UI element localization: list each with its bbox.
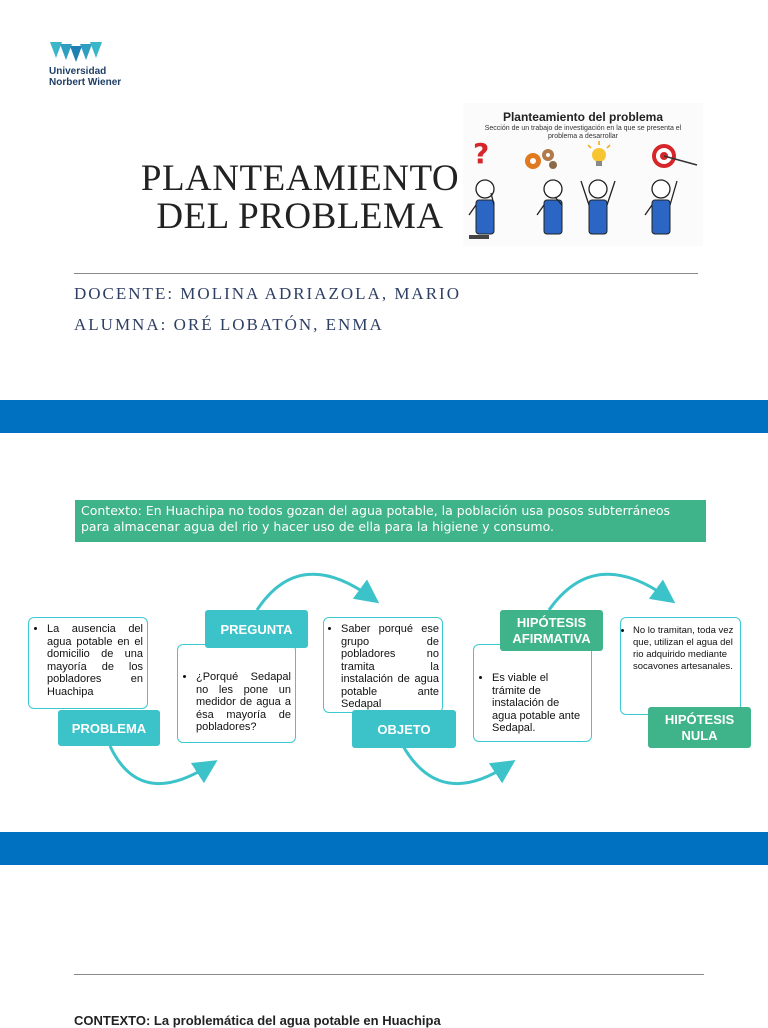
infographic-subtitle-1: Sección de un trabajo de investigación e… [484, 125, 682, 132]
divider-top [74, 273, 698, 274]
hipotesis-nula-box: No lo tramitan, toda vez que, utilizan e… [620, 617, 741, 715]
flow-arrows [108, 572, 676, 786]
infographic-brand-mark [469, 235, 489, 239]
hipotesis-afirmativa-text: Es viable el trámite de instalación de a… [492, 672, 583, 735]
infographic: Planteamiento del problema Sección de un… [463, 103, 703, 246]
objeto-box: Saber porqué ese grupo de pobladores no … [323, 617, 443, 713]
alumna-line: ALUMNA: ORÉ LOBATÓN, ENMA [74, 315, 384, 334]
wiener-logo-icon [50, 42, 102, 62]
hipotesis-afirmativa-label: HIPÓTESIS AFIRMATIVA [500, 610, 603, 651]
blue-band-bottom [0, 832, 768, 865]
hipotesis-nula-text: No lo tramitan, toda vez que, utilizan e… [633, 625, 734, 673]
problema-text: La ausencia del agua potable en el domic… [47, 623, 143, 698]
arrow-pregunta-objeto [255, 572, 380, 611]
bottom-context-heading: CONTEXTO: La problemática del agua potab… [74, 1013, 441, 1028]
target-icon [652, 144, 698, 168]
pregunta-box: ¿Porqué Sedapal no les pone un medidor d… [177, 644, 296, 743]
arrow-objeto-afirmativa [401, 745, 516, 786]
infographic-title: Planteamiento del problema [502, 110, 664, 124]
title-line1: PLANTEAMIENTO [140, 158, 460, 199]
problema-box: La ausencia del agua potable en el domic… [28, 617, 148, 709]
hipotesis-nula-label-2: NULA [681, 727, 718, 743]
context-line2: para almacenar agua del rio y hacer uso … [81, 519, 554, 534]
hipotesis-nula-label-1: HIPÓTESIS [664, 711, 735, 727]
question-mark-icon: ? [473, 137, 490, 170]
blue-band-top [0, 400, 768, 433]
docente-line: DOCENTE: MOLINA ADRIAZOLA, MARIO [74, 284, 461, 303]
hipotesis-afirmativa-label-2: AFIRMATIVA [512, 630, 591, 646]
hipotesis-nula-label: HIPÓTESIS NULA [648, 707, 751, 748]
logo-line2: Norbert Wiener [49, 77, 122, 88]
people-figures-icon [468, 179, 678, 235]
page-title: PLANTEAMIENTO DEL PROBLEMA [130, 160, 470, 236]
hipotesis-afirmativa-box: Es viable el trámite de instalación de a… [473, 644, 592, 742]
pregunta-text: ¿Porqué Sedapal no les pone un medidor d… [196, 671, 291, 734]
context-line1: Contexto: En Huachipa no todos gozan del… [81, 503, 671, 518]
title-line2: DEL PROBLEMA [156, 196, 444, 237]
objeto-text: Saber porqué ese grupo de pobladores no … [341, 623, 439, 711]
divider-bottom [74, 974, 704, 975]
hipotesis-afirmativa-label-1: HIPÓTESIS [516, 614, 587, 630]
infographic-subtitle-2: problema a desarrollar [547, 133, 619, 140]
context-box: Contexto: En Huachipa no todos gozan del… [75, 500, 706, 542]
logo-line1: Universidad [49, 66, 107, 77]
university-logo: Universidad Norbert Wiener [48, 40, 128, 88]
arrow-afirmativa-nula [547, 572, 676, 611]
problema-label: PROBLEMA [58, 710, 160, 746]
lightbulb-icon [587, 141, 611, 166]
objeto-label: OBJETO [352, 710, 456, 748]
arrow-problema-pregunta [108, 745, 218, 786]
gears-icon [525, 149, 557, 169]
pregunta-label: PREGUNTA [205, 610, 308, 648]
